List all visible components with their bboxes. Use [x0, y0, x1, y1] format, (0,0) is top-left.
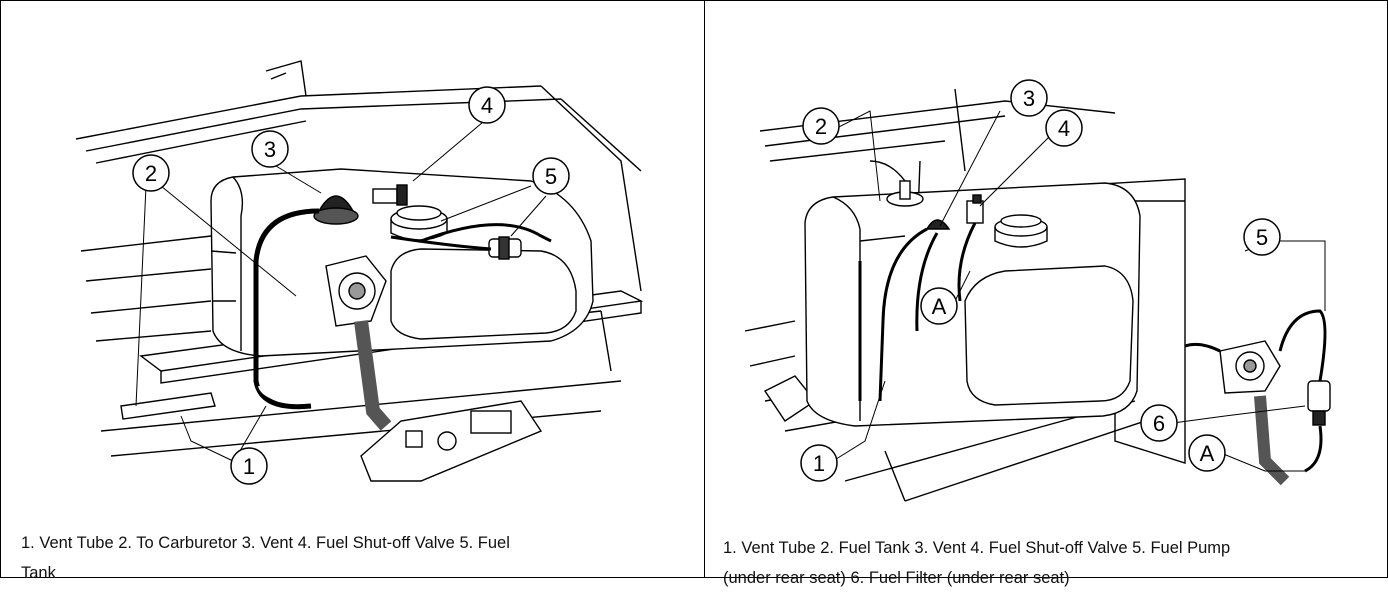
figure-caption-right: 1. Vent Tube 2. Fuel Tank 3. Vent 4. Fue… [723, 533, 1383, 593]
callout-4: 4 [1058, 116, 1070, 141]
sender-unit [869, 160, 924, 207]
figure-panel-left: 2 3 4 5 1 1. Vent Tube 2. To Carburetor … [0, 0, 705, 582]
caption-line: Tank [21, 564, 56, 582]
filler-cap [390, 205, 448, 241]
callout-2: 2 [815, 114, 827, 139]
fuel-filter [488, 236, 522, 260]
fuel-tank-illustration-right: 2 3 4 5 6 1 A A [744, 79, 1331, 502]
callout-1: 1 [813, 451, 825, 476]
callout-circles [800, 79, 1281, 482]
callout-2: 2 [145, 161, 157, 186]
callout-circles [132, 86, 570, 485]
callout-a-hose: A [1200, 441, 1215, 466]
hoses [253, 208, 552, 431]
callout-5: 5 [545, 164, 557, 189]
callout-4: 4 [481, 93, 493, 118]
fuel-filter [1307, 380, 1331, 426]
fuel-tank [210, 168, 594, 357]
caption-line: 1. Vent Tube 2. Fuel Tank 3. Vent 4. Fue… [723, 539, 1231, 557]
callout-3: 3 [1023, 86, 1035, 111]
callout-1: 1 [243, 454, 255, 479]
filler-cap [994, 214, 1048, 248]
callout-3: 3 [264, 137, 276, 162]
fuel-tank [804, 182, 1141, 427]
fuel-tank-illustration-left: 2 3 4 5 1 [75, 60, 644, 485]
fuel-pump [1219, 340, 1281, 394]
shutoff-valve [372, 184, 408, 206]
vent-fitting [313, 195, 359, 225]
figure-caption-left: 1. Vent Tube 2. To Carburetor 3. Vent 4.… [21, 528, 691, 588]
callout-5: 5 [1256, 225, 1268, 250]
callout-a-tank: A [932, 294, 947, 319]
fuel-pump [325, 255, 387, 327]
caption-line: (under rear seat) 6. Fuel Filter (under … [723, 569, 1070, 587]
figure-panel-right: 2 3 4 5 6 1 A A 1. Vent Tube 2. Fuel Tan… [704, 0, 1388, 587]
caption-line: 1. Vent Tube 2. To Carburetor 3. Vent 4.… [21, 534, 510, 552]
callout-6: 6 [1153, 411, 1165, 436]
